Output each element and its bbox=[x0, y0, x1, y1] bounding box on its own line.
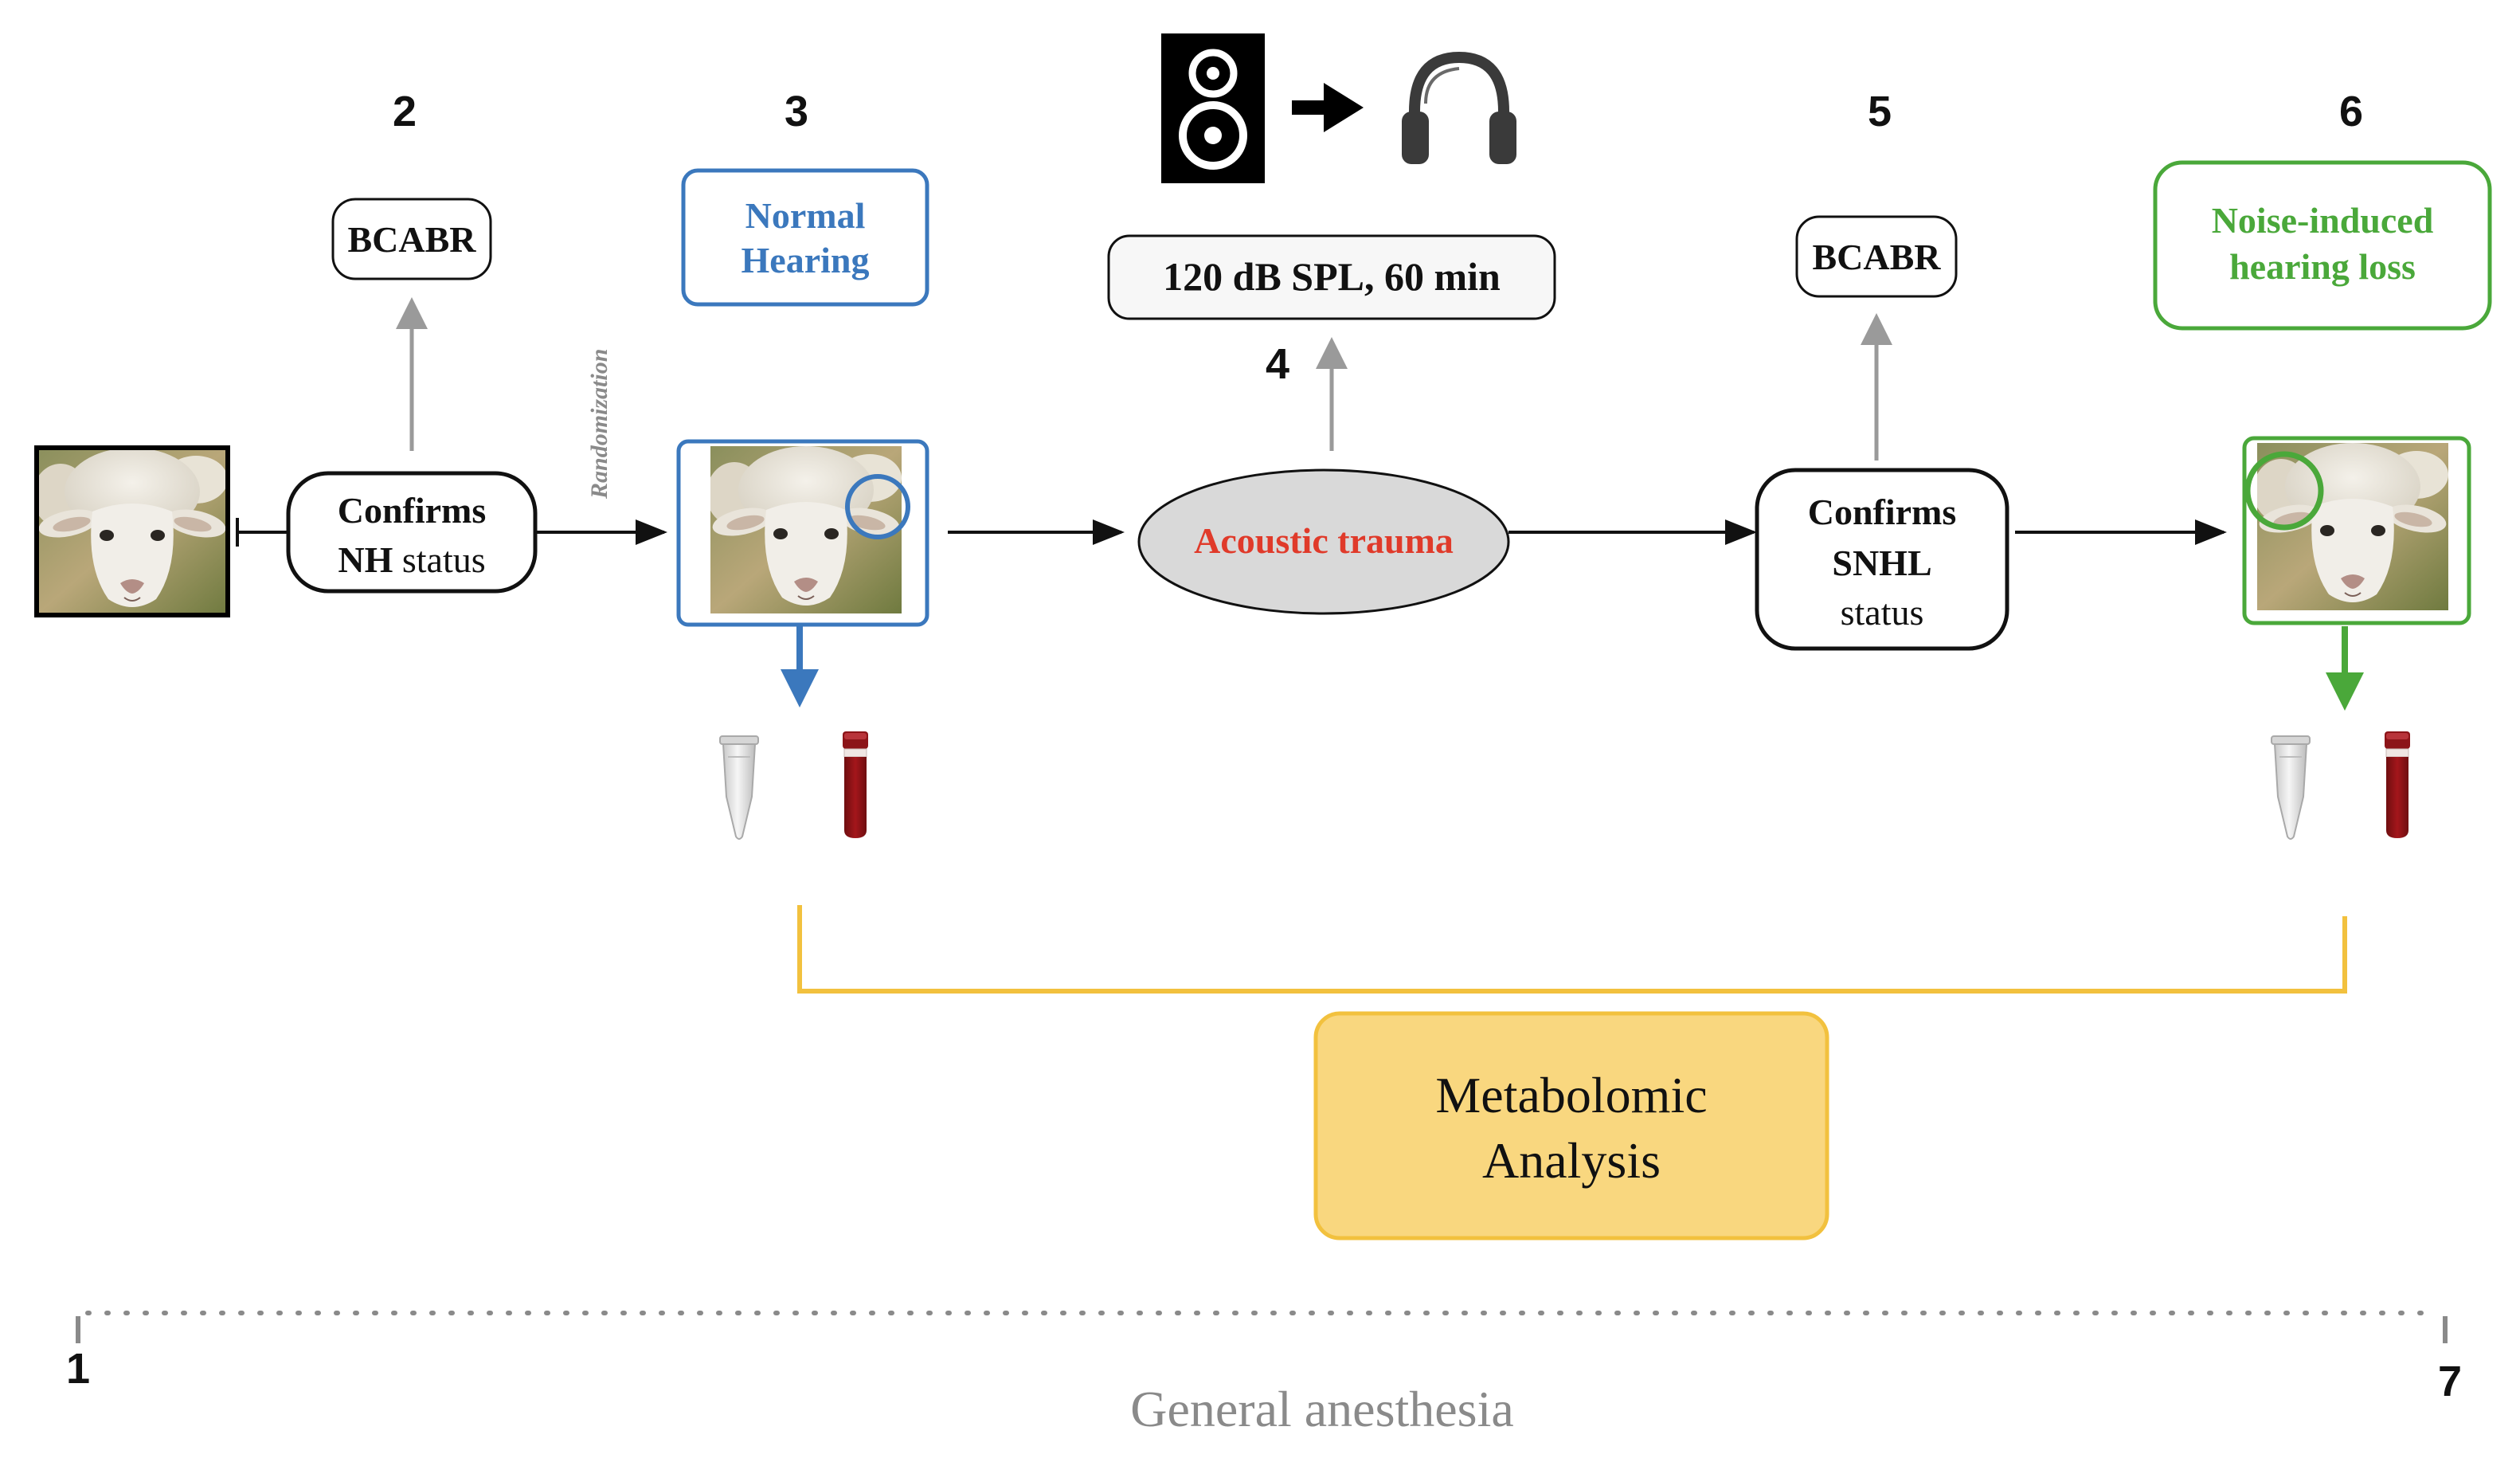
confirms-snhl-line3: status bbox=[1841, 592, 1924, 633]
metabolomic-bracket bbox=[797, 905, 2347, 994]
metabolomic-line2: Analysis bbox=[1482, 1132, 1661, 1189]
bcabr-label-right: BCABR bbox=[1812, 237, 1941, 277]
speaker-icon bbox=[1161, 33, 1265, 183]
bcabr-label-left: BCABR bbox=[347, 219, 476, 260]
sheep-photo-start bbox=[34, 445, 230, 617]
confirms-nh-status: status bbox=[393, 539, 485, 580]
exposure-box: 120 dB SPL, 60 min bbox=[1107, 234, 1556, 320]
confirms-nh-nh: NH bbox=[338, 539, 393, 580]
step-number-5: 5 bbox=[1868, 88, 1892, 135]
metabolomic-line1: Metabolomic bbox=[1435, 1067, 1707, 1123]
noise-induced-hearing-loss-box: Noise-induced hearing loss bbox=[2153, 160, 2492, 331]
step-number-4: 4 bbox=[1266, 340, 1289, 388]
right-arrow-icon bbox=[1292, 83, 1364, 132]
acoustic-trauma-label: Acoustic trauma bbox=[1194, 520, 1454, 561]
general-anesthesia-label: General anesthesia bbox=[1130, 1381, 1514, 1437]
exposure-label: 120 dB SPL, 60 min bbox=[1163, 254, 1501, 299]
normal-hearing-line2: Hearing bbox=[742, 240, 870, 280]
step-number-1: 1 bbox=[66, 1345, 90, 1393]
step-number-3: 3 bbox=[785, 88, 808, 135]
anesthesia-timeline bbox=[76, 1311, 2448, 1343]
ear-highlight-green bbox=[2244, 451, 2324, 531]
randomization-label: Randomization bbox=[586, 349, 612, 500]
confirms-snhl-box: Confirms SNHL status bbox=[1755, 468, 2009, 651]
sheep-photo-hearing-loss bbox=[2242, 436, 2471, 625]
confirms-nh-line1: Confirms bbox=[338, 490, 487, 531]
confirms-snhl-line1: Confirms bbox=[1808, 492, 1957, 532]
nihl-line2: hearing loss bbox=[2229, 246, 2416, 287]
normal-hearing-box: Normal Hearing bbox=[681, 168, 929, 307]
step-number-6: 6 bbox=[2339, 88, 2363, 135]
confirms-nh-box: Confirms NH status bbox=[286, 471, 538, 594]
bcabr-box-right: BCABR bbox=[1795, 215, 1958, 298]
bcabr-box-left: BCABR bbox=[331, 198, 492, 280]
confirms-nh-line2: NH status bbox=[338, 539, 485, 580]
confirms-snhl-line2: SNHL bbox=[1832, 543, 1931, 583]
normal-hearing-line1: Normal bbox=[745, 195, 866, 236]
blood-tube-icon-right bbox=[2384, 731, 2411, 839]
sheep-photo-normal-hearing bbox=[676, 439, 929, 627]
step-number-2: 2 bbox=[393, 88, 417, 135]
ear-highlight-blue bbox=[845, 474, 910, 539]
headphones-icon bbox=[1402, 51, 1516, 164]
metabolomic-analysis-box: Metabolomic Analysis bbox=[1313, 1011, 1829, 1240]
nihl-line1: Noise-induced bbox=[2212, 200, 2434, 241]
microcentrifuge-tube-icon-left bbox=[719, 735, 759, 840]
blood-tube-icon-left bbox=[842, 731, 869, 839]
acoustic-trauma-ellipse: Acoustic trauma bbox=[1137, 468, 1510, 615]
step-number-7: 7 bbox=[2438, 1358, 2462, 1405]
microcentrifuge-tube-icon-right bbox=[2271, 735, 2311, 840]
